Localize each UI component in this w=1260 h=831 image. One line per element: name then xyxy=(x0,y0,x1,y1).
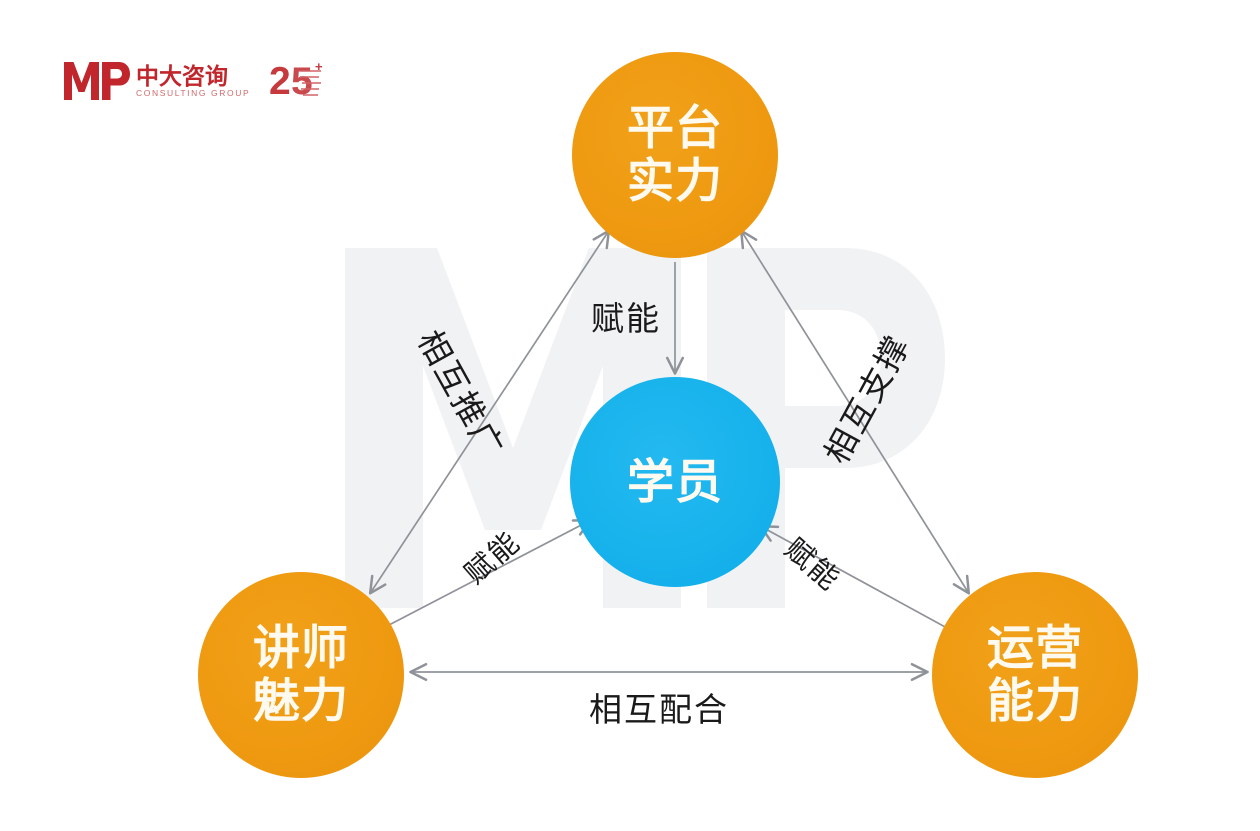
node-platform-line1: 平台 xyxy=(627,101,723,155)
brand-name-en: CONSULTING GROUP xyxy=(136,87,251,98)
mp-logo-mark xyxy=(64,62,130,100)
anniversary-25-icon: 2 5 + xyxy=(269,59,323,103)
arrow-trainer-to-student xyxy=(388,519,592,626)
arrow-trainer-platform xyxy=(368,229,611,595)
brand-logo: 中大咨询 CONSULTING GROUP 2 5 + xyxy=(64,50,323,112)
edge-label-trainer-operation: 相互配合 xyxy=(589,691,729,728)
svg-text:+: + xyxy=(315,59,323,74)
arrow-platform-operation xyxy=(739,229,971,595)
node-student[interactable]: 学员 xyxy=(570,377,780,587)
brand-wordmark: 中大咨询 CONSULTING GROUP xyxy=(136,64,250,98)
arrow-operation-to-student xyxy=(759,525,948,629)
svg-text:2: 2 xyxy=(269,60,291,103)
node-operation-line1: 运营 xyxy=(987,621,1083,675)
node-trainer-charisma[interactable]: 讲师 魅力 xyxy=(198,572,404,778)
node-operation-capability[interactable]: 运营 能力 xyxy=(932,572,1138,778)
node-trainer-line2: 魅力 xyxy=(253,674,349,727)
node-operation-line2: 能力 xyxy=(987,674,1083,727)
node-platform-strength[interactable]: 平台 实力 xyxy=(572,52,778,258)
edge-label-platform-to-student: 赋能 xyxy=(591,300,661,337)
brand-name-cn: 中大咨询 xyxy=(136,62,228,89)
node-trainer-line1: 讲师 xyxy=(253,621,349,675)
node-platform-line2: 实力 xyxy=(627,154,723,207)
node-student-line1: 学员 xyxy=(627,454,723,508)
